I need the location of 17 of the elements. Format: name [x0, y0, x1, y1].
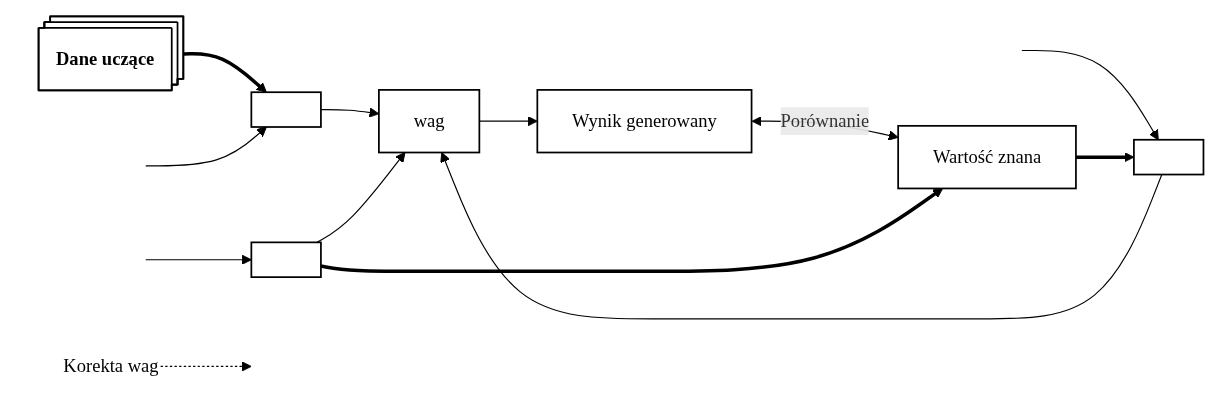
arrow	[145, 126, 267, 167]
empty-box	[250, 241, 322, 278]
empty-box	[250, 91, 322, 128]
arrow	[145, 254, 252, 265]
arrow	[1021, 49, 1159, 141]
arrow	[440, 152, 1163, 320]
empty-box	[1133, 138, 1205, 176]
process-box: wag	[378, 89, 481, 154]
process-box: Wynik generowany	[536, 89, 753, 154]
arrow	[183, 52, 267, 93]
arrow	[316, 152, 406, 243]
arrow	[160, 361, 252, 372]
edge-label: Porównanie	[780, 107, 870, 136]
arrow	[320, 188, 944, 274]
document-stack: Dane uczące	[37, 15, 185, 92]
process-box: Wartość znana	[897, 124, 1077, 190]
text-label: Korekta wag	[63, 356, 159, 376]
